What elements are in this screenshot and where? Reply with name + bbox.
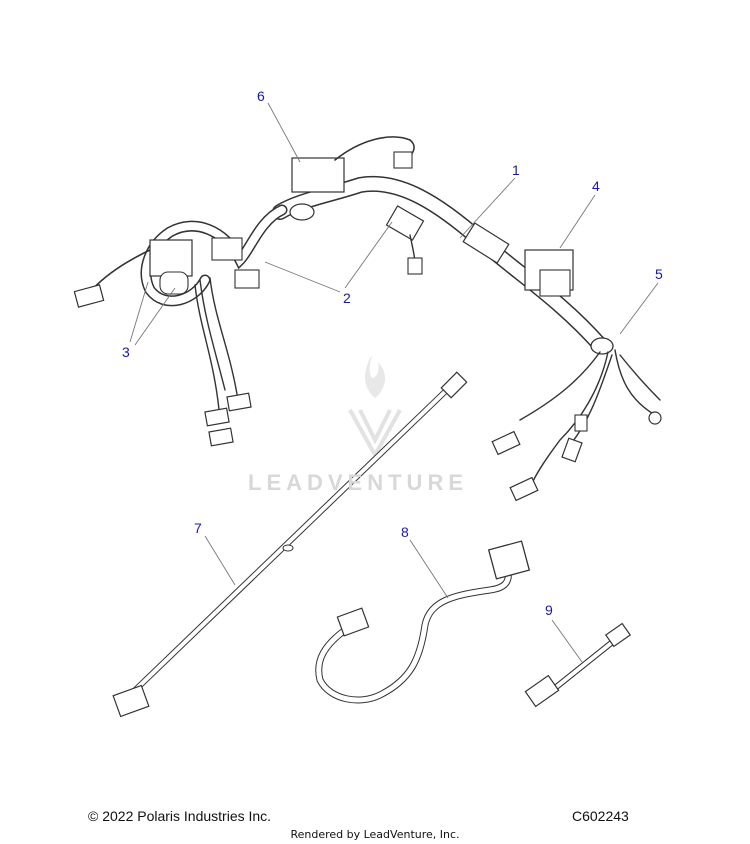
harness-9 bbox=[524, 622, 632, 708]
leader-1 bbox=[459, 177, 516, 239]
leader-3b bbox=[134, 287, 176, 346]
rendered-by-text: Rendered by LeadVenture, Inc. bbox=[290, 828, 460, 841]
harness-7 bbox=[112, 371, 468, 718]
callout-8: 8 bbox=[401, 524, 409, 540]
diagram-code: C602243 bbox=[572, 808, 629, 824]
callout-9: 9 bbox=[545, 602, 553, 618]
callout-3: 3 bbox=[122, 344, 130, 360]
leader-4 bbox=[559, 194, 596, 249]
harness-8 bbox=[315, 540, 531, 704]
callout-5: 5 bbox=[655, 266, 663, 282]
leader-9 bbox=[551, 619, 583, 663]
leader-7 bbox=[204, 535, 236, 586]
callout-6: 6 bbox=[257, 88, 265, 104]
leader-lines bbox=[129, 102, 659, 663]
leader-8 bbox=[409, 539, 449, 599]
leader-6 bbox=[267, 102, 301, 163]
copyright-text: © 2022 Polaris Industries Inc. bbox=[88, 808, 272, 824]
leader-5 bbox=[619, 282, 659, 335]
callout-2: 2 bbox=[343, 290, 351, 306]
leader-3a bbox=[129, 281, 149, 343]
callout-1: 1 bbox=[512, 162, 520, 178]
leader-2a bbox=[264, 261, 341, 293]
callout-4: 4 bbox=[592, 178, 600, 194]
leader-2b bbox=[344, 221, 393, 289]
watermark-text: LEADVENTURE bbox=[248, 470, 469, 495]
callout-7: 7 bbox=[194, 520, 202, 536]
main-harness bbox=[73, 136, 662, 502]
